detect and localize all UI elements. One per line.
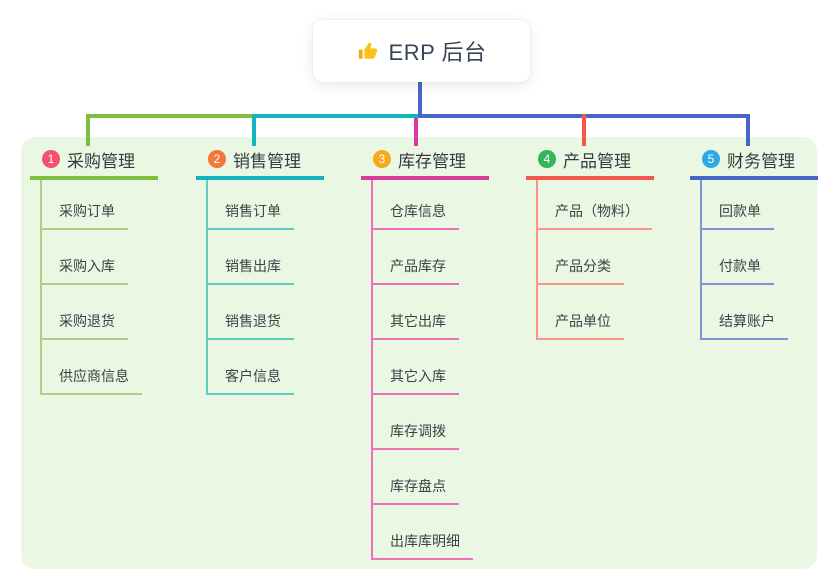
branch-procurement-children: 采购订单 采购入库 采购退货 供应商信息 [40, 180, 158, 395]
branch-inventory-children: 仓库信息 产品库存 其它出库 其它入库 库存调拨 库存盘点 出库库明细 [371, 180, 489, 560]
branch-product-title[interactable]: 4 产品管理 [526, 146, 654, 180]
node-customer-info[interactable]: 客户信息 [208, 340, 294, 395]
node-sales-order[interactable]: 销售订单 [208, 180, 294, 230]
branch-finance: 5 财务管理 回款单 付款单 结算账户 [690, 146, 818, 340]
node-product-unit[interactable]: 产品单位 [538, 285, 624, 340]
node-purchase-order[interactable]: 采购订单 [42, 180, 128, 230]
branch-number-badge: 3 [373, 150, 391, 168]
node-product-material[interactable]: 产品（物料） [538, 180, 652, 230]
branch-product-children: 产品（物料） 产品分类 产品单位 [536, 180, 654, 340]
node-supplier-info[interactable]: 供应商信息 [42, 340, 142, 395]
branch-inventory: 3 库存管理 仓库信息 产品库存 其它出库 其它入库 库存调拨 库存盘点 出库库… [361, 146, 489, 560]
node-sales-outbound[interactable]: 销售出库 [208, 230, 294, 285]
node-product-category[interactable]: 产品分类 [538, 230, 624, 285]
branch-procurement: 1 采购管理 采购订单 采购入库 采购退货 供应商信息 [30, 146, 158, 395]
branch-title-label: 销售管理 [233, 151, 301, 171]
node-sales-return[interactable]: 销售退货 [208, 285, 294, 340]
node-other-outbound[interactable]: 其它出库 [373, 285, 459, 340]
branch-title-label: 财务管理 [727, 151, 795, 171]
branch-title-label: 产品管理 [563, 151, 631, 171]
thumbs-up-cuff [358, 49, 363, 59]
node-purchase-inbound[interactable]: 采购入库 [42, 230, 128, 285]
node-warehouse-info[interactable]: 仓库信息 [373, 180, 459, 230]
thumbs-up-icon [358, 42, 377, 59]
branch-number-badge: 2 [208, 150, 226, 168]
branch-finance-title[interactable]: 5 财务管理 [690, 146, 818, 180]
root-node[interactable]: ERP 后台 [313, 20, 530, 82]
branch-number-badge: 1 [42, 150, 60, 168]
branch-number-badge: 5 [702, 150, 720, 168]
branch-sales-title[interactable]: 2 销售管理 [196, 146, 324, 180]
branch-number-badge: 4 [538, 150, 556, 168]
node-stock-take[interactable]: 库存盘点 [373, 450, 459, 505]
node-other-inbound[interactable]: 其它入库 [373, 340, 459, 395]
branch-title-label: 采购管理 [67, 151, 135, 171]
node-settlement-account[interactable]: 结算账户 [702, 285, 788, 340]
node-payment-voucher[interactable]: 付款单 [702, 230, 774, 285]
node-product-stock[interactable]: 产品库存 [373, 230, 459, 285]
thumbs-up-hand [363, 42, 377, 59]
branch-sales-children: 销售订单 销售出库 销售退货 客户信息 [206, 180, 324, 395]
branch-inventory-title[interactable]: 3 库存管理 [361, 146, 489, 180]
branch-procurement-title[interactable]: 1 采购管理 [30, 146, 158, 180]
branch-sales: 2 销售管理 销售订单 销售出库 销售退货 客户信息 [196, 146, 324, 395]
node-stock-transfer[interactable]: 库存调拨 [373, 395, 459, 450]
branch-title-label: 库存管理 [398, 151, 466, 171]
node-outbound-detail[interactable]: 出库库明细 [373, 505, 473, 560]
branch-finance-children: 回款单 付款单 结算账户 [700, 180, 818, 340]
map-background-panel [21, 137, 817, 569]
node-purchase-return[interactable]: 采购退货 [42, 285, 128, 340]
node-receipt-voucher[interactable]: 回款单 [702, 180, 774, 230]
branch-product: 4 产品管理 产品（物料） 产品分类 产品单位 [526, 146, 654, 340]
root-node-label: ERP 后台 [388, 40, 487, 65]
